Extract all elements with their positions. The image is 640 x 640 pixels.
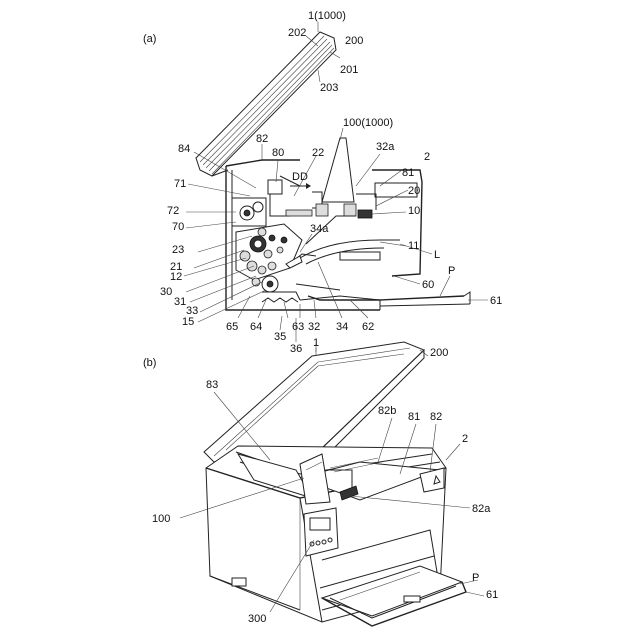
- label-15: 15: [182, 316, 194, 328]
- label-65: 65: [226, 321, 238, 333]
- label-60: 60: [422, 279, 434, 291]
- label-12: 12: [170, 271, 182, 283]
- label-1-1000: 1(1000): [308, 10, 346, 22]
- label-34a: 34a: [310, 223, 329, 235]
- label-100b: 100: [152, 513, 170, 525]
- label-23: 23: [172, 244, 184, 256]
- panel-label-a: (a): [143, 33, 156, 45]
- label-203: 203: [320, 82, 338, 94]
- label-82a: 82a: [472, 503, 491, 515]
- panel-label-b: (b): [143, 357, 156, 369]
- label-70: 70: [172, 221, 184, 233]
- label-30: 30: [160, 286, 172, 298]
- label-83: 83: [206, 379, 218, 391]
- label-35: 35: [274, 331, 286, 343]
- label-32a: 32a: [376, 141, 395, 153]
- label-dd: DD: [292, 171, 308, 183]
- label-100-1000: 100(1000): [343, 117, 393, 129]
- fuser-unit: [232, 176, 312, 226]
- label-20: 20: [408, 185, 420, 197]
- label-pa: P: [448, 265, 455, 277]
- label-200b: 200: [430, 347, 448, 359]
- label-36: 36: [290, 343, 302, 355]
- label-63: 63: [292, 321, 304, 333]
- label-62: 62: [362, 321, 374, 333]
- figure-b: (b): [143, 342, 498, 626]
- control-panel-b: [304, 508, 338, 556]
- label-82b: 82b: [378, 405, 396, 417]
- drum-cartridge: [236, 224, 316, 280]
- label-61a: 61: [490, 295, 502, 307]
- label-202: 202: [288, 27, 306, 39]
- label-201: 201: [340, 64, 358, 76]
- label-2b: 2: [462, 433, 468, 445]
- label-82b-body: 82: [430, 411, 442, 423]
- label-64: 64: [250, 321, 262, 333]
- label-71: 71: [174, 178, 186, 190]
- label-22: 22: [312, 147, 324, 159]
- label-2a: 2: [424, 151, 430, 163]
- label-81b: 81: [408, 411, 420, 423]
- label-32: 32: [308, 321, 320, 333]
- label-72: 72: [167, 205, 179, 217]
- label-l: L: [434, 249, 440, 261]
- label-61b: 61: [486, 589, 498, 601]
- label-82a-fig: 82: [256, 133, 268, 145]
- label-pb: P: [472, 572, 479, 584]
- label-200a: 200: [345, 35, 363, 47]
- label-10: 10: [408, 205, 420, 217]
- label-1: 1: [313, 337, 319, 349]
- label-81a: 81: [402, 167, 414, 179]
- label-80: 80: [272, 147, 284, 159]
- label-84: 84: [178, 143, 190, 155]
- label-11: 11: [408, 240, 419, 252]
- label-34: 34: [336, 321, 348, 333]
- label-31: 31: [174, 296, 186, 308]
- figure-a: (a): [143, 10, 502, 355]
- label-300: 300: [248, 613, 266, 625]
